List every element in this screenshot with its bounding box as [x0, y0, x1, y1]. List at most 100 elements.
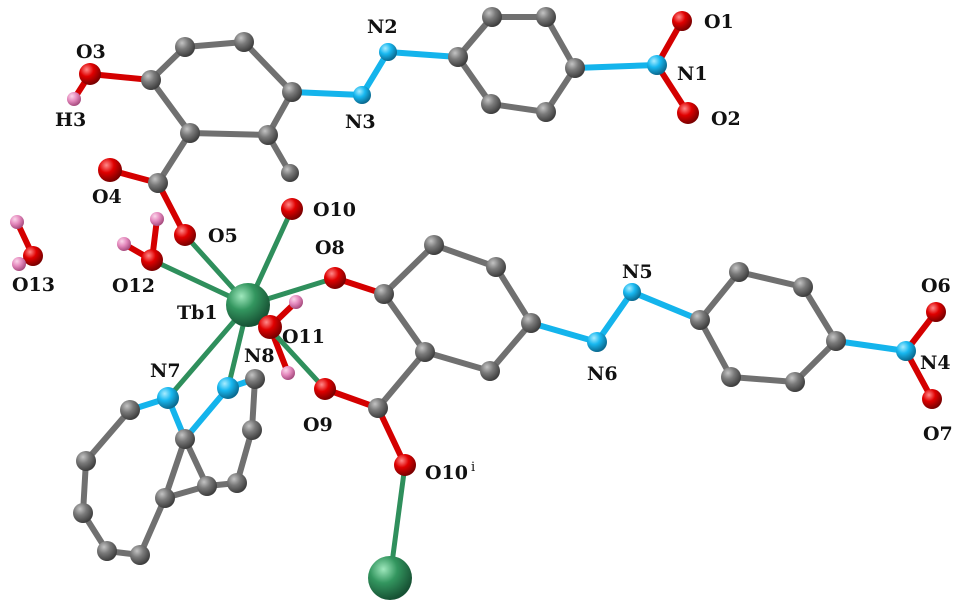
- bond-c3-c4: [493, 264, 534, 326]
- atom-h-h11b: [281, 366, 295, 380]
- atom-c-me: [281, 164, 299, 182]
- bond-p6-p7: [162, 436, 188, 501]
- atom-o-o1: [672, 11, 692, 31]
- bond-a5-a6: [148, 77, 193, 136]
- label-o6: O6: [921, 275, 951, 297]
- atom-c-d1: [690, 310, 710, 330]
- atom-o-o4: [98, 158, 122, 182]
- atom-c-p5: [130, 545, 150, 565]
- atom-tb-tb1: [226, 283, 270, 327]
- label-o10-symmetry-superscript: i: [471, 460, 475, 475]
- label-o12: O12: [112, 275, 155, 297]
- label-n8: N8: [244, 345, 275, 367]
- label-o5: O5: [208, 225, 238, 247]
- atom-h-h13a: [10, 215, 24, 229]
- atom-n-n3: [353, 86, 371, 104]
- bond-p5-p6: [137, 495, 168, 558]
- atom-c-p3: [73, 503, 93, 523]
- atom-o-o13: [23, 246, 43, 266]
- atoms-layer: [10, 7, 946, 600]
- atom-c-a6: [141, 70, 161, 90]
- bond-n8-p7: [182, 385, 231, 442]
- bond-n5-d1: [629, 289, 703, 323]
- atom-c-d3: [793, 277, 813, 297]
- atom-c-cc1: [148, 173, 168, 193]
- atom-o-o6: [926, 302, 946, 322]
- atom-tb-tbi: [368, 556, 412, 600]
- labels-layer: O1 N1 O2 N2 N3 O3 H3 O4 O5 O10 O8 O12 O1…: [12, 11, 953, 484]
- label-o2: O2: [711, 108, 741, 130]
- atom-c-b3: [536, 7, 556, 27]
- atom-c-d2: [729, 262, 749, 282]
- atom-h-h11a: [289, 295, 303, 309]
- atom-o-o5: [174, 224, 196, 246]
- atom-c-p11: [245, 369, 265, 389]
- bond-b4-n1: [572, 62, 660, 71]
- bond-d6-d1: [697, 317, 734, 380]
- atom-c-c4: [521, 313, 541, 333]
- bond-p1-p2: [83, 407, 133, 464]
- atom-c-a1: [175, 37, 195, 57]
- bond-d5-d6: [728, 374, 798, 385]
- atom-o-o7: [922, 389, 942, 409]
- atom-n-n6: [587, 332, 607, 352]
- atom-o-o9: [314, 378, 336, 400]
- bond-c4-c5: [487, 320, 534, 374]
- atom-c-p4: [97, 541, 117, 561]
- atom-n-n8: [217, 377, 239, 399]
- bond-c2-c3: [431, 242, 499, 270]
- label-o9: O9: [303, 414, 333, 436]
- label-n7: N7: [150, 360, 181, 382]
- label-o7: O7: [923, 423, 953, 445]
- bond-c4-n6: [528, 320, 600, 345]
- atom-h-h3: [67, 92, 81, 106]
- atom-c-p7: [175, 429, 195, 449]
- label-o11: O11: [282, 326, 325, 348]
- atom-c-d6: [721, 367, 741, 387]
- atom-h-h13b: [12, 257, 26, 271]
- label-tb1: Tb1: [177, 302, 218, 324]
- bond-n2-b1: [385, 49, 461, 60]
- label-n5: N5: [622, 261, 653, 283]
- atom-n-n7: [157, 387, 179, 409]
- atom-o-o10: [281, 198, 303, 220]
- atom-c-p6: [155, 488, 175, 508]
- atom-c-p10: [242, 420, 262, 440]
- label-o10: O10: [313, 199, 356, 221]
- bond-a3-n3: [289, 89, 365, 98]
- atom-c-c6: [415, 342, 435, 362]
- atom-c-d5: [785, 372, 805, 392]
- atom-c-b5: [536, 102, 556, 122]
- label-n3: N3: [345, 111, 376, 133]
- label-n6: N6: [587, 363, 618, 385]
- label-o13: O13: [12, 274, 55, 296]
- bond-c5-c6: [422, 349, 493, 374]
- bond-d3-d4: [800, 284, 839, 344]
- label-o10-symmetry-text: O10: [425, 462, 468, 484]
- bonds-layer: [14, 14, 939, 581]
- bond-n6-n5: [594, 289, 635, 345]
- label-n1: N1: [677, 63, 708, 85]
- label-o1: O1: [704, 11, 734, 33]
- atom-c-a2: [234, 32, 254, 52]
- atom-o-o12: [141, 249, 163, 271]
- atom-n-n4: [896, 341, 916, 361]
- atom-c-c3: [486, 257, 506, 277]
- atom-o-o3: [79, 63, 101, 85]
- atom-h-h12b: [150, 212, 164, 226]
- atom-c-b6: [481, 94, 501, 114]
- atom-c-a4: [258, 125, 278, 145]
- label-o3: O3: [76, 41, 106, 63]
- atom-o-o8: [324, 267, 346, 289]
- atom-o-o10i: [394, 454, 416, 476]
- bond-c1-c2: [381, 242, 437, 297]
- bond-c6-c1: [381, 291, 428, 355]
- bond-c6-cc2: [375, 349, 428, 411]
- label-o4: O4: [92, 186, 122, 208]
- atom-c-p8: [197, 476, 217, 496]
- atom-n-n1: [647, 55, 667, 75]
- atom-c-a3: [282, 82, 302, 102]
- bond-d4-n4: [833, 338, 909, 354]
